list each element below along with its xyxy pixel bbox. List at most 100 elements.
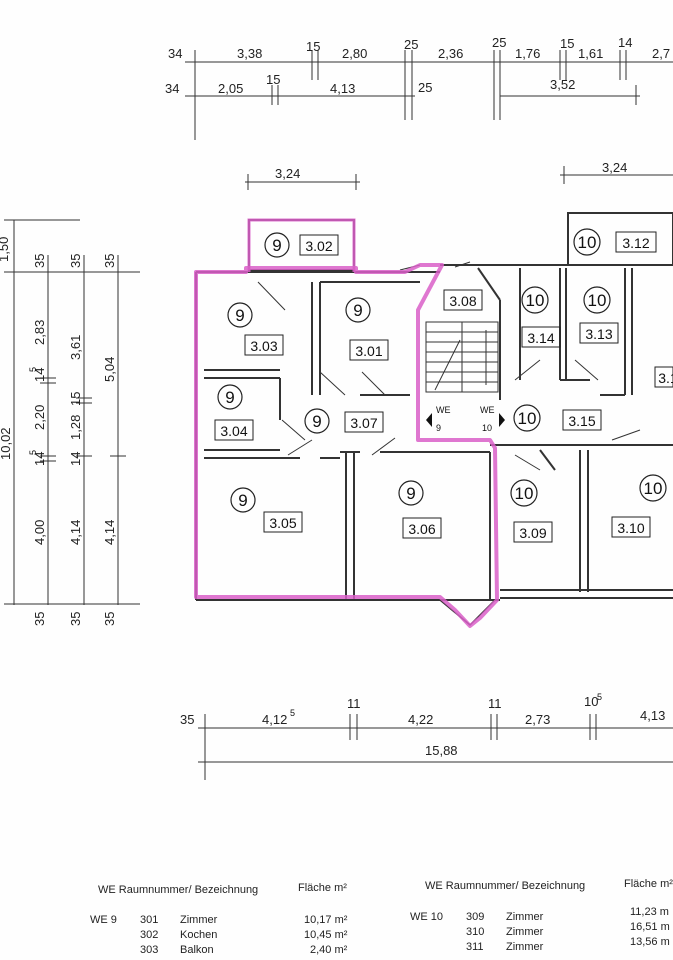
room-3-05: 3.05: [269, 515, 296, 531]
staircase: [425, 321, 499, 393]
table-right-num: 311: [466, 941, 484, 953]
room-3-13: 3.13: [585, 326, 612, 342]
dim-left-9: 5: [28, 367, 38, 372]
dim-bottom-9: 5: [597, 692, 602, 702]
dim-top-8: 1,76: [515, 46, 540, 61]
table-right-header-area: Fläche m²: [624, 878, 673, 890]
left-dimension-texts: 1,50 35 35 35 2,83 3,61 5,04 14 5 2,20 1…: [0, 237, 117, 626]
dim-bottom-total: 15,88: [425, 743, 458, 758]
dim-left-18: 4,14: [68, 520, 83, 545]
table-left-header-area: Fläche m²: [298, 882, 347, 894]
table-right-we: WE 10: [410, 911, 444, 923]
dim-top-2: 3,38: [237, 46, 262, 61]
dim-left-20: 35: [32, 612, 47, 626]
dim-bottom-6: 11: [488, 696, 502, 711]
entrance-markers: WE 9 WE 10: [426, 405, 505, 433]
unit-label: 10: [644, 479, 663, 498]
table-left-num: 303: [140, 944, 159, 956]
unit-label: 10: [518, 409, 537, 428]
dim-top-3: 15: [306, 39, 320, 54]
dim-left-14: 5: [28, 450, 38, 455]
balcony-9-outline: [247, 218, 356, 272]
room-boxes: [214, 231, 673, 543]
room-3-08: 3.08: [449, 293, 476, 309]
area-table: WE Raumnummer/ Bezeichnung Fläche m² WE …: [0, 876, 673, 960]
dim-left-7: 5,04: [102, 357, 117, 382]
table-left-num: 301: [140, 914, 159, 926]
dim-left-8: 14: [32, 368, 47, 382]
table-left-header-label: WE Raumnummer/ Bezeichnung: [98, 884, 259, 896]
bottom-dimension-lines: [198, 714, 673, 780]
room-3-12: 3.12: [622, 235, 649, 251]
entrance-arrow-icon: [426, 413, 432, 427]
dim-width-right: 3,24: [602, 160, 627, 175]
unit-label: 10: [588, 291, 607, 310]
table-left-area: 10,17 m²: [304, 914, 348, 926]
left-dimension-lines: [4, 219, 140, 605]
dim-top-5: 25: [404, 37, 418, 52]
dim-top-12: 2,7: [652, 46, 670, 61]
dim-left-1: 1,50: [0, 237, 11, 262]
table-left-name: Kochen: [180, 929, 218, 941]
room-labels: 3.02 3.03 3.01 3.08 3.14 3.13 3.04 3.07 …: [220, 235, 673, 541]
dim-left-2: 35: [32, 254, 47, 268]
table-left-we: WE 9: [90, 914, 117, 926]
dim-left-13: 14: [32, 452, 47, 466]
dim-top2-2: 2,05: [218, 81, 243, 96]
unit-label: 10: [515, 484, 534, 503]
dim-top2-6: 3,52: [550, 77, 575, 92]
unit-label: 9: [235, 306, 244, 325]
table-right-area: 11,23 m: [630, 906, 669, 918]
top-dimension-lines: [185, 50, 673, 190]
unit-marker-labels: 9 9 9 9 9 9 9 10 10 10 10 10 10: [225, 233, 662, 510]
table-right-name: Zimmer: [506, 911, 544, 923]
table-left-area: 10,45 m²: [304, 929, 348, 941]
room-3-06: 3.06: [408, 521, 435, 537]
dim-top2-3: 15: [266, 72, 280, 87]
dim-left-5: 2,83: [32, 320, 47, 345]
dim-top-9: 15: [560, 36, 574, 51]
room-3-07: 3.07: [350, 415, 377, 431]
dim-left-21: 35: [68, 612, 83, 626]
entrance-we-9-label: WE: [436, 405, 451, 415]
dim-bottom-3: 5: [290, 708, 295, 718]
dim-top2-5: 25: [418, 80, 432, 95]
dim-top-6: 2,36: [438, 46, 463, 61]
dim-left-22: 35: [102, 612, 117, 626]
table-right-area: 13,56 m: [630, 936, 670, 948]
unit-label: 9: [225, 388, 234, 407]
dim-left-12: 1,28: [68, 415, 83, 440]
table-left-name: Zimmer: [180, 914, 218, 926]
dim-left-19: 4,14: [102, 520, 117, 545]
unit-label: 10: [578, 233, 597, 252]
table-left-num: 302: [140, 929, 159, 941]
dim-bottom-8: 10: [584, 694, 598, 709]
room-3-03: 3.03: [250, 338, 277, 354]
walls: [195, 212, 673, 601]
table-right-area: 16,51 m: [630, 921, 670, 933]
dim-left-10: 2,20: [32, 405, 47, 430]
dim-top-10: 1,61: [578, 46, 603, 61]
unit-label: 9: [406, 484, 415, 503]
room-3-01: 3.01: [355, 343, 382, 359]
table-left-name: Balkon: [180, 944, 214, 956]
room-3-14: 3.14: [527, 330, 554, 346]
dim-left-3: 35: [68, 254, 83, 268]
unit-label: 9: [238, 491, 247, 510]
dim-left-6: 3,61: [68, 335, 83, 360]
dim-bottom-2: 4,12: [262, 712, 287, 727]
door-swings: [257, 261, 641, 471]
table-right-num: 310: [466, 926, 485, 938]
room-3-02: 3.02: [305, 238, 332, 254]
dim-top2-1: 34: [165, 81, 179, 96]
unit-label: 9: [353, 301, 362, 320]
table-right-name: Zimmer: [506, 941, 544, 953]
unit-label: 9: [312, 412, 321, 431]
dim-bottom-7: 2,73: [525, 712, 550, 727]
table-left-area: 2,40 m²: [310, 944, 348, 956]
table-right-num: 309: [466, 911, 485, 923]
dim-top-7: 25: [492, 35, 506, 50]
room-3-04: 3.04: [220, 423, 247, 439]
dim-bottom-5: 4,22: [408, 712, 433, 727]
dim-top2-4: 4,13: [330, 81, 355, 96]
